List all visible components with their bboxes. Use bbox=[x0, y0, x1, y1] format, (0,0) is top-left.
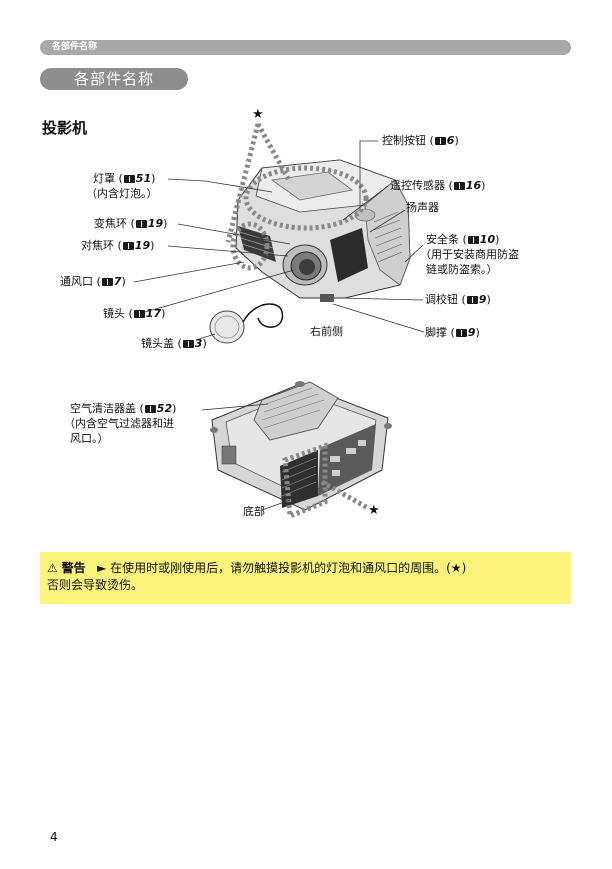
book-icon bbox=[453, 182, 465, 190]
book-icon bbox=[467, 236, 479, 244]
label-lamp-cover: 灯罩 (51) bbox=[93, 172, 156, 185]
label-foot: 脚撑 (9) bbox=[425, 326, 480, 339]
label-filter-cover: 空气清洁器盖 (52) bbox=[70, 402, 177, 415]
book-icon bbox=[122, 242, 134, 250]
label-focus-ring: 对焦环 (19) bbox=[81, 239, 155, 252]
label-adjust-button: 调校钮 (9) bbox=[425, 293, 491, 306]
book-icon bbox=[144, 405, 156, 413]
label-bottom: 底部 bbox=[243, 505, 265, 518]
label-zoom-ring: 变焦环 (19) bbox=[94, 217, 168, 230]
label-vent: 通风口 (7) bbox=[60, 275, 126, 288]
heat-zone-front bbox=[225, 122, 369, 271]
label-remote-sensor: 遥控传感器 (16) bbox=[390, 179, 486, 192]
label-security-note-1: （用于安装商用防盗 bbox=[420, 248, 519, 261]
heat-zone-bottom bbox=[282, 442, 370, 520]
book-icon bbox=[123, 175, 135, 183]
page-number: 4 bbox=[50, 830, 58, 844]
projector-bottom-drawing bbox=[210, 381, 392, 511]
label-security-note-2: 链或防盗索。） bbox=[426, 263, 498, 276]
warning-text-1: 在使用时或刚使用后，请勿触摸投影机的灯泡和通风口的周围。(★) bbox=[110, 561, 467, 575]
book-icon bbox=[135, 220, 147, 228]
label-security-bar: 安全条 (10) bbox=[426, 233, 500, 246]
warning-box: ⚠ 警告 ► 在使用时或刚使用后，请勿触摸投影机的灯泡和通风口的周围。(★) 否… bbox=[40, 552, 571, 604]
book-icon bbox=[434, 137, 446, 145]
leader-lines-bottom bbox=[201, 403, 291, 511]
section-pill-title: 各部件名称 bbox=[73, 70, 154, 88]
projector-front-drawing bbox=[209, 159, 411, 344]
label-filter-note-1: （内含空气过滤器和进 bbox=[64, 417, 174, 430]
arrow-right-icon: ► bbox=[97, 561, 107, 575]
warning-text-2: 否则会导致烫伤。 bbox=[47, 578, 144, 592]
label-right-front: 右前侧 bbox=[310, 325, 343, 338]
book-icon bbox=[133, 310, 145, 318]
header-bar-title: 各部件名称 bbox=[52, 42, 98, 52]
leader-lines-front bbox=[133, 140, 425, 341]
header-bar: 各部件名称 bbox=[40, 40, 571, 55]
warning-line-1: ⚠ 警告 ► 在使用时或刚使用后，请勿触摸投影机的灯泡和通风口的周围。(★) bbox=[47, 560, 466, 576]
label-lamp-cover-note: （内含灯泡。） bbox=[86, 187, 158, 200]
label-lens: 镜头 (17) bbox=[103, 307, 166, 320]
section-pill: 各部件名称 bbox=[40, 68, 188, 90]
label-lens-cap: 镜头盖 (3) bbox=[141, 337, 207, 350]
hot-spot-star-bottom: ★ bbox=[368, 503, 380, 518]
section-title: 投影机 bbox=[42, 119, 88, 137]
book-icon bbox=[101, 278, 113, 286]
label-control-buttons: 控制按钮 (6) bbox=[382, 134, 459, 147]
book-icon bbox=[466, 296, 478, 304]
warning-title: 警告 bbox=[61, 561, 86, 575]
warning-icon: ⚠ bbox=[47, 561, 58, 575]
label-filter-note-2: 风口。） bbox=[70, 432, 109, 445]
hot-spot-star-top: ★ bbox=[252, 107, 264, 122]
label-speaker: 扬声器 bbox=[406, 201, 439, 214]
book-icon bbox=[455, 329, 467, 337]
book-icon bbox=[182, 340, 194, 348]
